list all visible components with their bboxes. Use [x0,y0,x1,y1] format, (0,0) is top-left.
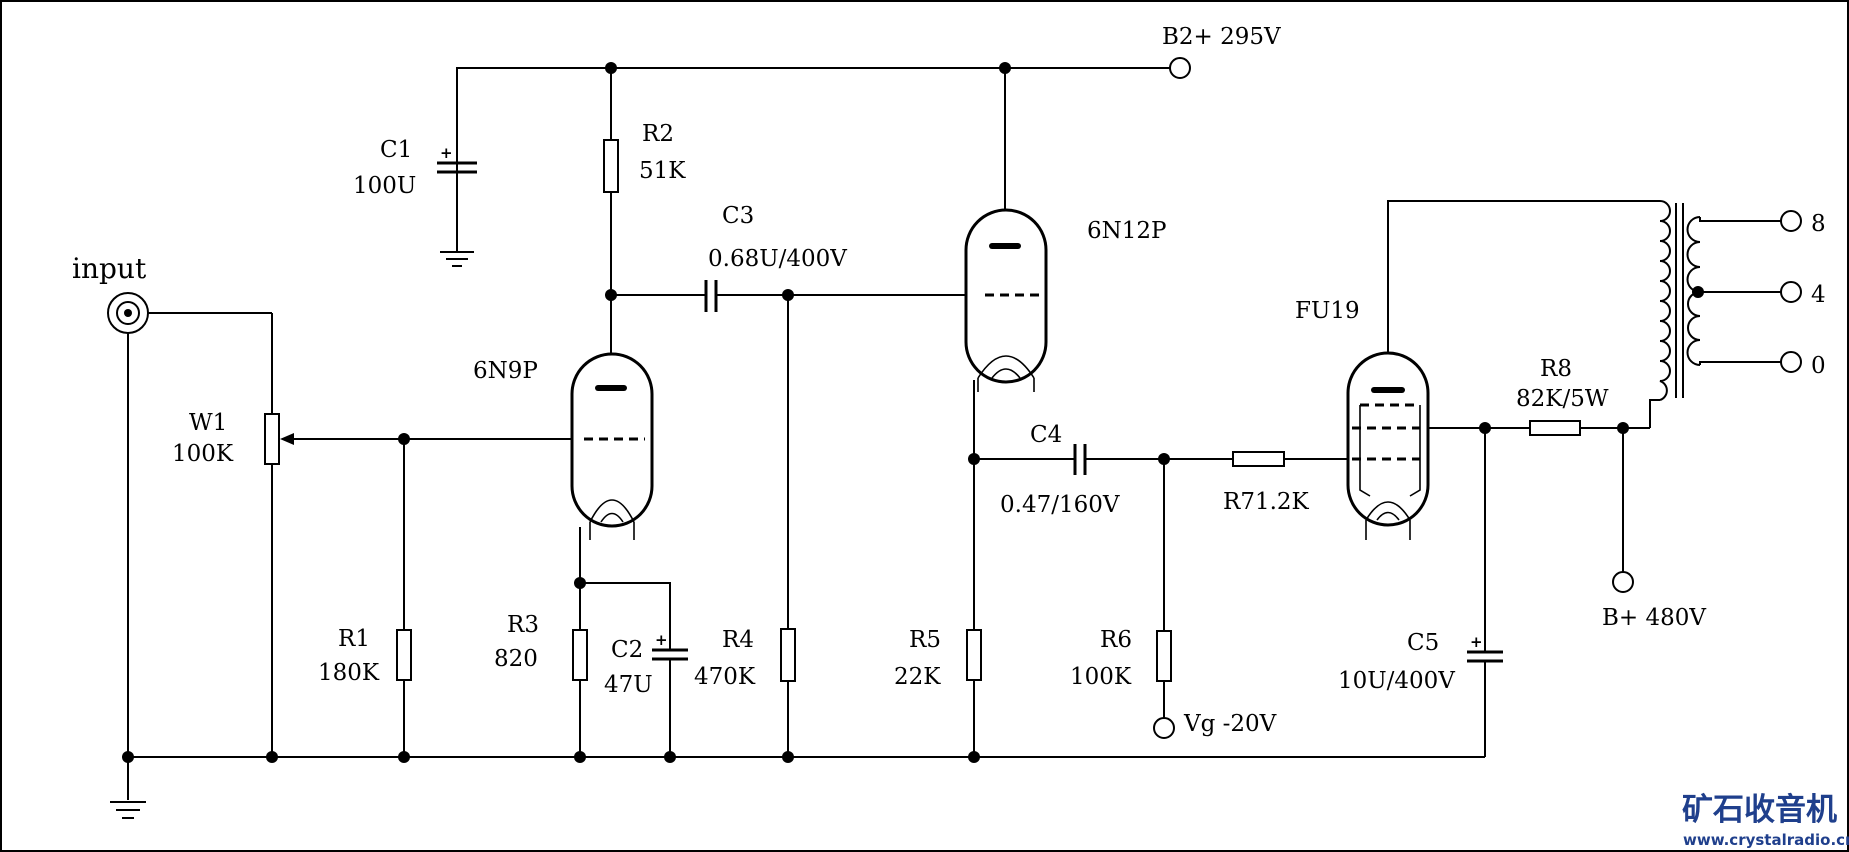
tube-6n12p-label: 6N12P [1087,218,1167,244]
r8-value-label: 82K/5W [1516,386,1609,412]
tube-fu19-label: FU19 [1295,298,1360,324]
input-jack-icon [107,292,149,334]
c2-electrolytic-capacitor-icon: + [652,631,688,662]
r5-name-label: R5 [909,627,941,653]
c3-value-label: 0.68U/400V [708,246,847,272]
c3-capacitor-icon [704,280,718,312]
r4-name-label: R4 [722,627,754,653]
c1-name-label: C1 [380,137,412,163]
r7-label: R71.2K [1223,489,1310,515]
b-supply-terminal-icon [1612,571,1634,593]
watermark-site-name: 矿石收音机 [1682,792,1837,828]
r6-resistor-icon [1156,630,1172,682]
r4-value-label: 470K [694,664,756,690]
r2-resistor-icon [603,139,619,193]
c4-capacitor-icon [1073,444,1087,475]
tube-6n12p-icon [964,208,1048,392]
w1-name-label: W1 [189,410,227,436]
tap-8-label: 8 [1811,211,1826,237]
tap-8-terminal-icon [1780,210,1802,232]
r3-resistor-icon [572,629,588,681]
b2-supply-terminal-icon [1169,57,1191,79]
tap-4-terminal-icon [1780,281,1802,303]
r8-name-label: R8 [1540,356,1572,382]
c4-value-label: 0.47/160V [1000,492,1120,518]
r3-name-label: R3 [507,612,539,638]
tap-4-label: 4 [1811,282,1826,308]
tap-0-label: 0 [1811,353,1826,379]
r6-value-label: 100K [1070,664,1132,690]
r3-value-label: 820 [494,646,538,672]
r5-resistor-icon [966,629,982,681]
b2-supply-label: B2+ 295V [1162,24,1281,50]
r5-value-label: 22K [894,664,941,690]
vg-bias-label: Vg -20V [1183,711,1277,737]
c1-value-label: 100U [353,173,416,199]
c2-name-label: C2 [611,637,643,663]
ground-icon [110,801,146,819]
b-supply-label: B+ 480V [1602,605,1706,631]
tube-6n9p-icon [570,352,654,540]
r1-name-label: R1 [338,626,370,652]
c5-electrolytic-capacitor-icon: + [1467,633,1503,663]
c1-plus-label: + [440,144,453,162]
tube-6n9p-label: 6N9P [473,358,538,384]
c2-plus-label: + [655,631,668,649]
c1-ground-icon [440,251,474,267]
c5-value-label: 10U/400V [1338,668,1455,694]
r2-value-label: 51K [639,158,686,184]
r8-resistor-icon [1529,420,1581,436]
r1-value-label: 180K [318,660,380,686]
c5-plus-label: + [1470,633,1483,651]
c5-name-label: C5 [1407,630,1439,656]
input-label: input [72,252,147,285]
r2-name-label: R2 [642,121,674,147]
watermark-url: www.crystalradio.cn [1683,831,1849,849]
r6-name-label: R6 [1100,627,1132,653]
c3-name-label: C3 [722,203,754,229]
output-transformer-icon [1659,200,1701,401]
r4-resistor-icon [780,628,796,682]
c1-electrolytic-capacitor-icon: + [437,144,477,252]
c4-name-label: C4 [1030,422,1062,448]
r7-resistor-icon [1232,451,1285,467]
c2-value-label: 47U [604,672,653,698]
w1-potentiometer-icon [264,413,280,465]
w1-value-label: 100K [172,441,234,467]
wires [127,67,1791,800]
junction-dots [122,62,1704,763]
r1-resistor-icon [396,629,412,681]
vg-bias-terminal-icon [1153,717,1175,739]
tap-0-terminal-icon [1780,351,1802,373]
tube-fu19-icon [1346,351,1430,540]
